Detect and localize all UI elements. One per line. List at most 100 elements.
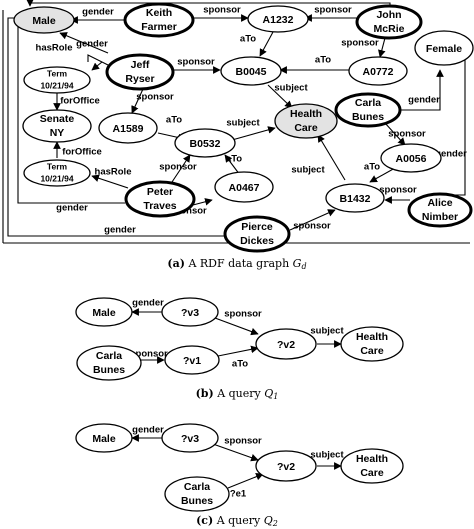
svg-text:Ryser: Ryser	[125, 73, 154, 85]
q2-nodes: Male ?v3 ?v2 Health Care Carla Bunes	[75, 423, 404, 512]
edge-label-ato: aTo	[364, 162, 380, 173]
svg-text:B0532: B0532	[190, 138, 221, 150]
edge-label-gender: gender	[435, 149, 467, 160]
node-keith-farmer: Keith Farmer	[123, 2, 195, 38]
edge-label-sponsor: sponsor	[341, 38, 379, 49]
svg-text:Female: Female	[426, 43, 462, 55]
node-b0045: B0045	[220, 56, 282, 86]
svg-text:McRie: McRie	[374, 23, 405, 35]
svg-text:A0467: A0467	[229, 182, 260, 194]
edge-label-hasrole: hasRole	[95, 167, 132, 178]
edge-label-sponsor: sponsor	[388, 129, 426, 140]
svg-text:?v3: ?v3	[181, 307, 199, 319]
svg-text:?v1: ?v1	[183, 355, 201, 367]
svg-text:John: John	[376, 9, 401, 21]
edge-label-subject: subject	[274, 83, 308, 94]
svg-text:A0056: A0056	[396, 153, 427, 165]
svg-text:A1232: A1232	[263, 14, 294, 26]
graph-edge-labels: gender sponsor sponsor gender hasRole aT…	[36, 5, 468, 236]
svg-text:Carla: Carla	[184, 481, 210, 493]
q1-node-v3: ?v3	[161, 297, 219, 327]
edge-label-subject: subject	[291, 165, 325, 176]
svg-text:Care: Care	[294, 122, 318, 134]
svg-text:Male: Male	[92, 433, 116, 445]
edge-label-sponsor: sponsor	[159, 162, 197, 173]
svg-text:Bunes: Bunes	[93, 364, 125, 376]
caption-b: (b) A query Q1	[196, 387, 279, 401]
svg-text:Jeff: Jeff	[131, 59, 150, 71]
edge-label-foroffice: forOffice	[60, 96, 100, 107]
q1-node-carla-bunes: Carla Bunes	[76, 345, 142, 381]
q1-nodes: Male ?v3 ?v2 Health Care Carla Bunes	[75, 297, 404, 381]
svg-text:Pierce: Pierce	[241, 221, 273, 233]
svg-text:Nimber: Nimber	[422, 211, 458, 223]
node-senate-ny: Senate NY	[22, 109, 92, 143]
edge-label-sponsor: sponsor	[314, 5, 352, 16]
edge-label-subject: subject	[310, 450, 344, 461]
svg-text:Care: Care	[360, 467, 384, 479]
svg-text:Traves: Traves	[143, 200, 176, 212]
svg-text:?v2: ?v2	[277, 461, 295, 473]
svg-text:NY: NY	[50, 127, 65, 139]
svg-text:Male: Male	[92, 307, 116, 319]
svg-text:Carla: Carla	[355, 97, 381, 109]
svg-text:A1589: A1589	[113, 123, 144, 135]
svg-text:?v2: ?v2	[277, 339, 295, 351]
edge-label-gender: gender	[104, 225, 136, 236]
data-graph-gd: gender sponsor sponsor gender hasRole aT…	[2, 0, 474, 253]
edge-label-e1: ?e1	[230, 489, 247, 500]
svg-text:Alice: Alice	[427, 197, 452, 209]
edge-label-ato: aTo	[240, 34, 256, 45]
edge-label-sponsor: sponsor	[130, 349, 168, 360]
svg-text:Dickes: Dickes	[240, 235, 274, 247]
node-john-mcrie: John McRie	[355, 4, 423, 40]
node-a0467: A0467	[214, 171, 274, 203]
edge-label-subject: subject	[310, 326, 344, 337]
node-carla-bunes: Carla Bunes	[334, 92, 402, 128]
edge-label-sponsor: sponsor	[224, 309, 262, 320]
svg-text:B0045: B0045	[236, 66, 267, 78]
node-a1589: A1589	[98, 112, 158, 144]
svg-text:Farmer: Farmer	[141, 21, 177, 33]
q1-node-male: Male	[75, 297, 133, 327]
edge-label-subject: subject	[226, 118, 260, 129]
node-alice-nimber: Alice Nimber	[407, 192, 473, 228]
q1-edge-labels: gender sponsor subject sponsor aTo	[130, 298, 344, 370]
svg-text:10/21/94: 10/21/94	[40, 173, 73, 183]
edge-label-gender: gender	[76, 39, 108, 50]
node-term-2: Term 10/21/94	[23, 159, 91, 187]
node-a1232: A1232	[247, 5, 309, 33]
edge-label-ato: aTo	[232, 359, 248, 370]
edge-label-sponsor: sponsor	[169, 206, 207, 217]
edge-label-sponsor: sponsor	[293, 221, 331, 232]
svg-text:Peter: Peter	[147, 186, 173, 198]
edge-label-sponsor: sponsor	[203, 5, 241, 16]
q2-node-male: Male	[75, 423, 133, 453]
q2-edges	[131, 434, 342, 489]
node-term-1: Term 10/21/94	[23, 66, 91, 94]
edge-label-gender: gender	[408, 95, 440, 106]
query-q1: gender sponsor subject sponsor aTo Male …	[75, 297, 404, 381]
edge-label-ato: aTo	[166, 115, 182, 126]
svg-text:Health: Health	[356, 453, 388, 465]
svg-text:Care: Care	[360, 345, 384, 357]
svg-text:Male: Male	[32, 15, 56, 27]
svg-text:Bunes: Bunes	[181, 495, 213, 507]
node-pierce-dickes: Pierce Dickes	[223, 215, 291, 253]
graph-nodes: Male Keith Farmer A1232 John McRie Femal…	[13, 2, 474, 253]
svg-text:10/21/94: 10/21/94	[40, 80, 73, 90]
edge-label-gender: gender	[56, 203, 88, 214]
caption-c: (c) A query Q2	[196, 514, 278, 528]
edge-label-ato: aTo	[226, 154, 242, 165]
svg-text:A0772: A0772	[363, 66, 394, 78]
q2-node-v3: ?v3	[161, 423, 219, 453]
svg-text:Carla: Carla	[96, 350, 122, 362]
svg-text:B1432: B1432	[340, 193, 371, 205]
svg-text:Term: Term	[47, 161, 68, 171]
edge-label-sponsor: sponsor	[379, 185, 417, 196]
edge-label-gender: gender	[132, 298, 164, 309]
svg-text:?v3: ?v3	[181, 433, 199, 445]
q1-node-v1: ?v1	[164, 345, 220, 375]
node-a0772: A0772	[348, 56, 408, 86]
